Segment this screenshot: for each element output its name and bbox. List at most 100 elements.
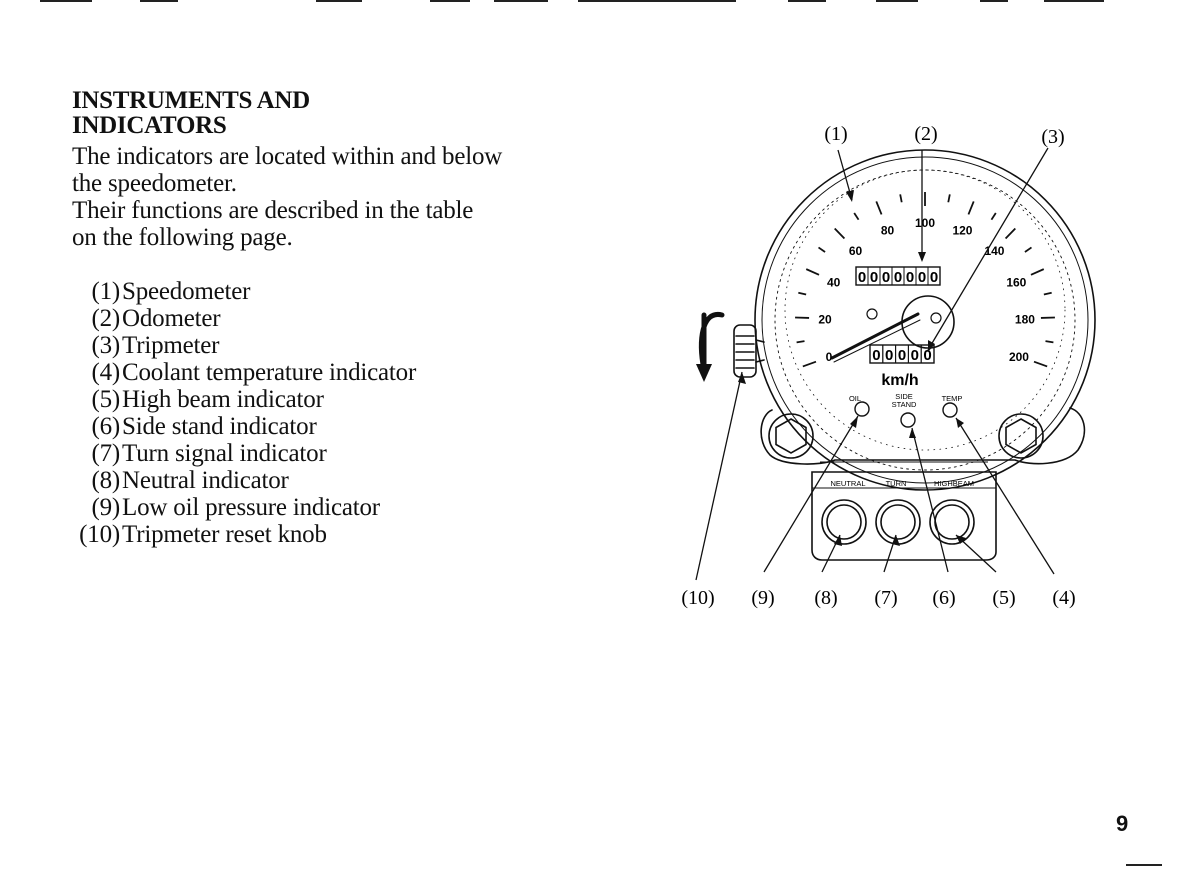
- legend-label: Odometer: [122, 305, 221, 332]
- legend-number: (9): [91, 494, 120, 521]
- leader-arrow-3: [928, 340, 935, 352]
- legend-item: (5)High beam indicator: [68, 386, 416, 413]
- high-beam-lamp: [929, 499, 975, 545]
- leader-arrow-2: [918, 252, 926, 262]
- legend-number: (8): [91, 467, 120, 494]
- leader-arrow-6: [909, 428, 916, 438]
- rotate-arrow-icon: [698, 312, 725, 375]
- leader-arrow-4: [956, 418, 964, 428]
- legend-label: Neutral indicator: [122, 467, 289, 494]
- legend-item: (1)Speedometer: [68, 278, 416, 305]
- indicator-panel-outline: [811, 471, 997, 561]
- speed-tick: [817, 246, 826, 253]
- digit: 0: [923, 347, 931, 364]
- digit: 0: [930, 269, 938, 286]
- turn-label: TURN: [886, 479, 907, 488]
- section-title: INSTRUMENTS AND INDICATORS: [72, 88, 310, 138]
- legend-label: Coolant temperature indicator: [122, 359, 417, 386]
- speed-label: 200: [1009, 350, 1029, 364]
- digit: 0: [882, 269, 890, 286]
- legend-item: (8)Neutral indicator: [68, 467, 416, 494]
- leader-arrow-10: [738, 372, 746, 384]
- bottom-rule: [1126, 864, 1162, 866]
- oil-label: OIL: [849, 394, 861, 403]
- legend-label: Tripmeter: [122, 332, 220, 359]
- speed-label: 40: [827, 275, 841, 289]
- speed-tick: [967, 201, 975, 215]
- callout-1: (1): [824, 123, 847, 145]
- side-stand-label-line2: STAND: [892, 400, 917, 409]
- neutral-lamp: [821, 499, 867, 545]
- side-stand-lamp: [900, 412, 916, 428]
- intro-line: on the following page.: [72, 224, 293, 251]
- tripmeter-small-icon: [930, 312, 942, 324]
- intro-line: Their functions are described in the tab…: [72, 197, 474, 224]
- legend-number: (3): [91, 332, 120, 359]
- digit: 0: [898, 347, 906, 364]
- speed-unit-label: km/h: [881, 372, 918, 389]
- temp-label: TEMP: [942, 394, 963, 403]
- leader-line-6: [911, 427, 949, 573]
- digit-cell: [920, 344, 935, 364]
- intro-line: the speedometer.: [72, 170, 237, 197]
- digit: 0: [894, 269, 902, 286]
- legend-label: Tripmeter reset knob: [122, 521, 327, 548]
- digit: 0: [911, 347, 919, 364]
- digit: 0: [885, 347, 893, 364]
- callout-5: (5): [992, 587, 1015, 609]
- speed-tick: [834, 227, 846, 240]
- leader-line-10: [695, 371, 743, 581]
- legend-label: High beam indicator: [122, 386, 324, 413]
- speed-tick: [947, 194, 951, 203]
- speed-tick: [798, 291, 807, 296]
- legend-label: Low oil pressure indicator: [122, 494, 380, 521]
- odometer-small-icon: [866, 308, 878, 320]
- rotate-arrow-head-icon: [696, 364, 712, 382]
- legend-label: Turn signal indicator: [122, 440, 327, 467]
- section-title-line2: INDICATORS: [72, 112, 227, 139]
- legend-label: Side stand indicator: [122, 413, 317, 440]
- digit: 0: [918, 269, 926, 286]
- speedometer-outer-bezel: [754, 149, 1096, 491]
- speed-tick: [1004, 227, 1016, 240]
- legend-number: (4): [91, 359, 120, 386]
- speed-tick: [1024, 246, 1033, 253]
- tripmeter-reset-knob: [733, 324, 765, 378]
- callout-9: (9): [751, 587, 774, 609]
- callout-7: (7): [874, 587, 897, 609]
- callout-8: (8): [814, 587, 837, 609]
- speed-label: 100: [915, 216, 935, 230]
- digit: 0: [870, 269, 878, 286]
- speedometer-inner-bezel: [761, 156, 1089, 484]
- intro-line: The indicators are located within and be…: [72, 143, 503, 170]
- callout-3: (3): [1041, 126, 1064, 148]
- speed-tick: [990, 212, 997, 221]
- speed-label: 60: [849, 244, 863, 258]
- digit-cell: [927, 266, 941, 286]
- legend-number: (1): [91, 278, 120, 305]
- speed-label: 20: [818, 313, 832, 327]
- legend-number: (5): [91, 386, 120, 413]
- part-legend-list: (1)Speedometer (2)Odometer (3) Tripmeter …: [68, 278, 416, 548]
- callout-4: (4): [1052, 587, 1075, 609]
- side-stand-label-line1: SIDE: [895, 392, 913, 401]
- speed-label: 80: [881, 223, 895, 237]
- left-mount-bolt: [768, 413, 814, 459]
- intro-paragraph: The indicators are located within and be…: [72, 143, 592, 251]
- section-title-line1: INSTRUMENTS AND: [72, 87, 310, 114]
- digit: 0: [872, 347, 880, 364]
- speed-tick: [796, 340, 805, 344]
- mounting-bracket-outline: [760, 407, 1086, 465]
- neutral-label: NEUTRAL: [830, 479, 865, 488]
- oil-pressure-lamp: [854, 401, 870, 417]
- leader-arrow-5: [956, 535, 966, 544]
- speed-tick: [802, 360, 817, 368]
- speed-tick: [1043, 291, 1052, 296]
- coolant-temp-lamp: [942, 402, 958, 418]
- legend-number: (2): [91, 305, 120, 332]
- speed-tick: [853, 212, 860, 221]
